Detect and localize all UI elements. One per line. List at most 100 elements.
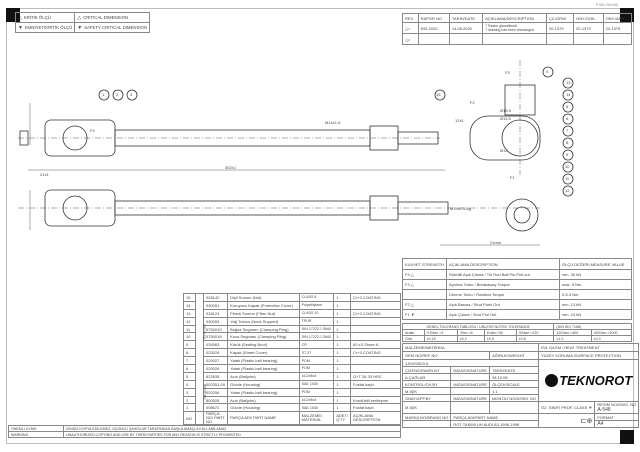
rev-desc: 7 drawing has been rearranged <box>485 28 534 32</box>
date-label: TARİH/DATE <box>489 366 539 374</box>
technical-drawing <box>18 60 574 246</box>
notice-text: UNAUTHORIZED COPYING AND USE BY THIRD PA… <box>63 431 401 438</box>
force-label: F2 <box>405 302 410 307</box>
part-qty: 1 <box>333 324 351 334</box>
header-mat: MALZEME/ MATERIAL <box>298 411 335 426</box>
balloon-7: 7 <box>566 128 569 133</box>
legend-critical-en: CRITICAL DIMENSION <box>83 14 129 20</box>
strength-value: min. 13 kN <box>559 299 632 310</box>
part-index: 10 <box>183 332 196 342</box>
force-label: F4 <box>405 272 410 277</box>
oem-value: 1J0422803 A <box>402 359 539 367</box>
part-qty: 1 <box>333 332 351 342</box>
dim-12: 12±1 <box>455 118 464 123</box>
part-name: Kapak (Sheet Cover) <box>227 348 300 358</box>
brand-label: MARKA NO/BRAND NO <box>401 413 452 421</box>
group-label: TW-A-548 <box>202 384 207 400</box>
teknorot-logo-icon <box>545 374 559 387</box>
legend-table: △KRİTİK ÖLÇÜ△CRITICAL DIMENSION ▼EMNİYET… <box>14 12 150 33</box>
part-index: 15 <box>183 293 196 302</box>
heat-treatment-label: ISIL İŞLEM / HEAT TREATMENT <box>537 343 640 352</box>
legend-critical-tr: KRİTİK ÖLÇÜ <box>23 14 51 20</box>
form-code: F461-Rev00 <box>596 2 619 7</box>
part-index: 12 <box>183 316 196 326</box>
check-label: KONTROL/CH.BY <box>401 380 452 388</box>
balloon-13: 13 <box>566 80 571 85</box>
part-name: Fiberli Somun (Fiber Nut) <box>227 308 300 318</box>
part-name-label: PARÇA ADI/PART NAME <box>450 413 539 421</box>
force-label: F1 <box>405 312 410 317</box>
signature-label: İMZA/SIGNATURE <box>450 366 491 374</box>
part-index: 6 <box>183 364 196 373</box>
projection-symbol-icon: ⊏⊕ <box>580 417 593 425</box>
format-value: A4 <box>594 420 640 428</box>
warning-triangle-icon: △ <box>410 272 414 277</box>
header-desc: AÇIKLAMA DESCRIPTION <box>350 411 401 426</box>
balloon-14: 14 <box>566 92 571 97</box>
part-desc: Fosfat kaplı <box>350 403 401 413</box>
balloon-11: 11 <box>565 176 570 181</box>
part-desc <box>350 364 401 373</box>
balloon-1: 1 <box>102 92 105 97</box>
part-material: DIN 17222-1 Sk60 <box>298 332 335 342</box>
checked-by: M.IŞIK <box>401 387 452 395</box>
part-index: 11 <box>183 324 196 334</box>
safety-triangle-icon: ▼ <box>18 24 23 31</box>
part-desc: Kondüktif sertleşme <box>350 395 401 405</box>
part-number: 800528 <box>202 395 229 405</box>
part-desc: Cr+3 COATING <box>350 293 401 302</box>
dwg-value: A-548 <box>597 407 611 413</box>
dwg-label: RESİM NO/DWG. NO <box>597 402 637 408</box>
part-desc <box>350 324 401 334</box>
part-number: 020256 <box>202 387 229 397</box>
weight-label: AĞIRLIK/WEIGHT <box>489 351 539 360</box>
part-index: 1 <box>183 403 196 413</box>
force-f2: F2 <box>470 100 475 105</box>
balloon-3: 3 <box>130 92 133 97</box>
force-f3: F3 <box>505 70 510 75</box>
tolerance-class: Orta <box>402 335 425 342</box>
part-material: 41CrMo4 <box>298 395 335 405</box>
part-desc <box>350 387 401 397</box>
dim-thread: M14x1.5-6g <box>450 206 472 211</box>
part-name: Yatak (Plastic ball bearing) <box>227 387 300 397</box>
part-name: Boğaz Segmanı (Clamping Ring) <box>227 324 300 334</box>
part-number: 008672 <box>202 403 229 413</box>
part-desc: Q+T 26-33 HRC <box>350 371 401 381</box>
tolerance-value: ±0.8 <box>515 335 555 342</box>
part-number: 020026 <box>202 364 229 373</box>
part-qty: 1 <box>333 348 351 358</box>
group-label: TR-A-528 <box>202 324 207 340</box>
part-desc <box>350 316 401 326</box>
dim-dia: Ø14 <box>500 148 508 153</box>
part-qty: 1 <box>333 308 351 318</box>
balloon-5: 5 <box>566 104 569 109</box>
strength-desc: Rotmilli Aşık Çıkma / Tie Rod Ball Pin P… <box>446 269 560 280</box>
part-qty: 1 <box>333 403 351 413</box>
dim-21mm: 21mm <box>490 240 502 245</box>
dim-thread: M14x1.5 <box>325 120 341 125</box>
part-desc: Cr+3 COATING <box>350 348 401 358</box>
part-desc: Cr+3 COATING <box>350 308 401 318</box>
header-no: NO <box>183 411 196 426</box>
dim-length: 302±1 <box>225 165 237 170</box>
approved-label: ONAY/APP.BY <box>401 394 452 402</box>
header-name: PARÇA ADI/ PART NAME <box>227 411 300 426</box>
part-material: SAE 1040 <box>298 379 335 389</box>
strength-value: max. 5 Nm <box>559 279 632 290</box>
part-number: 030051 <box>202 300 229 310</box>
part-number: 028142 <box>202 293 229 302</box>
strength-header: ÖLÇÜ DEĞERİ MEASURE VALUE <box>559 258 632 270</box>
part-material: 41CrMo4 <box>298 371 335 381</box>
class-label: ÖZ. SINIFI PROF. CLASS <box>541 405 588 410</box>
part-desc: Fosfat kaplı <box>350 379 401 389</box>
